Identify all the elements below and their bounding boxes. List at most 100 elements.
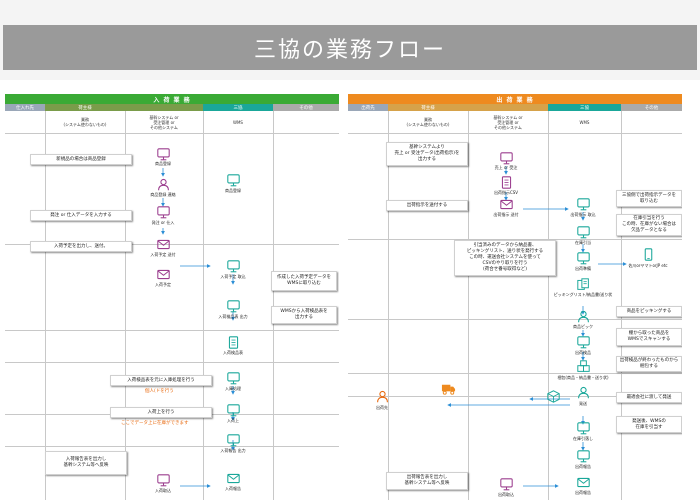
user-icon	[157, 178, 169, 190]
page-title: 三協の業務フロー	[3, 25, 697, 70]
process-note: 商品をピッキングする	[616, 306, 682, 317]
column-header: その他	[273, 104, 339, 111]
process-note: 棚から取った商品を WMSでスキャンする	[616, 328, 682, 346]
monitor-icon	[576, 449, 590, 462]
flow-label: 商品登録	[155, 161, 171, 166]
column-divider	[548, 111, 549, 500]
hint-text: 個人(ドを行う	[145, 389, 174, 394]
flow-label: 入荷取込	[155, 488, 171, 493]
column-divider	[621, 111, 622, 500]
column-subheader: 基幹システム or 受注管理 or その他システム	[493, 114, 523, 130]
column-header	[125, 104, 203, 111]
panel-header: 入 荷 業 務	[5, 94, 339, 104]
flow-label: 入荷報告	[225, 486, 241, 491]
flow-label: 商品登録 連絡	[150, 192, 176, 197]
header-divider	[348, 133, 682, 134]
monitor-icon	[576, 197, 590, 210]
section-divider	[5, 330, 339, 331]
flow-label: 入荷検品表 出力	[218, 314, 248, 319]
column-divider	[125, 111, 126, 500]
flow-label: 出荷指示 送付	[493, 212, 519, 217]
column-subheader: 業務 (システム使わないもの)	[406, 117, 450, 127]
monitor-icon	[226, 371, 240, 384]
flow-label: 在庫引当	[575, 240, 591, 245]
flow-label: 商品ピック	[573, 324, 593, 329]
monitor-icon	[576, 421, 590, 434]
section-divider	[348, 373, 682, 374]
mail-icon	[156, 239, 170, 249]
flow-label: 入荷予定 取込	[220, 274, 246, 279]
flow-label: 在庫引落し	[573, 436, 593, 441]
mail-icon	[576, 477, 590, 487]
flow-arrows	[447, 166, 627, 488]
process-note: 作成した入荷予定データを WMSに取り込む	[271, 271, 337, 291]
flow-label: 出荷指示 取込	[570, 212, 596, 217]
process-note: WMSから入荷検品表を 出力する	[271, 306, 337, 324]
documents-icon	[576, 277, 589, 290]
monitor-icon	[156, 473, 170, 486]
column-header: その他	[621, 104, 682, 111]
flow-label: 売上 or 受注	[494, 165, 518, 170]
flow-label: 出荷取込	[498, 492, 514, 497]
flow-label: 入荷予定	[155, 282, 171, 287]
truck-icon	[441, 384, 455, 395]
flow-label: 出荷準備	[575, 266, 591, 271]
column-subheader: WMS	[233, 119, 243, 125]
column-divider	[203, 111, 204, 500]
flow-label: 出荷指示CSV	[493, 190, 519, 195]
column-header: 荷主様	[388, 104, 468, 111]
column-divider	[388, 111, 389, 500]
monitor-icon	[156, 205, 170, 218]
user-icon	[376, 390, 388, 402]
monitor-icon	[576, 225, 590, 238]
flow-label: 発注 or 仕入	[151, 220, 175, 225]
column-subheader: WMS	[579, 119, 590, 125]
hint-text: ここでデータ上に在庫ができます	[121, 421, 189, 426]
column-header: 仕入れ先	[5, 104, 45, 111]
process-note: 三協側で出荷指示データを 取り込む	[616, 190, 682, 207]
column-subheader: 業務 (システム使わないもの)	[63, 117, 107, 127]
column-header: 三協	[548, 104, 621, 111]
outbound-panel: 出 荷 業 務出荷先荷主様業務 (システム使わないもの)基幹システム or 受注…	[348, 94, 682, 500]
section-divider	[348, 239, 682, 240]
flow-label: 出荷報告	[575, 490, 591, 495]
flow-label: 出荷検品	[575, 350, 591, 355]
document-icon	[501, 175, 511, 189]
process-note: 入荷検品表を元に入庫処理を行う	[110, 375, 212, 386]
document-icon	[228, 335, 238, 349]
process-note: 発送後、WMSの 在庫を引当す	[616, 416, 682, 433]
flow-label: 入荷報告 出力	[220, 448, 246, 453]
process-note: 新規品の場合は商品登録	[30, 154, 132, 165]
user-icon	[577, 386, 589, 398]
process-note: 最適会社に渡して発送	[616, 392, 682, 403]
monitor-icon	[226, 299, 240, 312]
monitor-icon	[226, 403, 240, 416]
mail-icon	[499, 199, 513, 209]
flow-label: 商品登録	[225, 188, 241, 193]
column-divider	[45, 111, 46, 500]
process-note: 発注 or 仕入データを入力する	[30, 210, 132, 221]
flow-label: 梱包(商品・納品書・送り状)	[557, 375, 609, 380]
column-divider	[273, 111, 274, 500]
column-header: 出荷先	[348, 104, 388, 111]
flow-label: 入荷予定 送付	[150, 252, 176, 257]
flow-label: 入荷上	[227, 418, 239, 423]
column-header: 三協	[203, 104, 273, 111]
column-subheader: 基幹システム or 受注管理 or その他システム	[149, 114, 179, 130]
column-divider	[468, 111, 469, 500]
process-note: 引当済みのデータから納品書、 ピッキングリスト、送り状を発行する この時、運送会…	[454, 240, 556, 276]
section-divider	[348, 396, 682, 397]
process-note: 出荷指示を送付する	[386, 200, 468, 211]
phone-icon	[644, 247, 652, 261]
mail-icon	[226, 473, 240, 483]
column-header: 荷主様	[45, 104, 125, 111]
flow-label: 入庫処理	[225, 386, 241, 391]
mail-icon	[156, 269, 170, 279]
flow-label: 出荷先	[376, 405, 388, 410]
monitor-icon	[576, 335, 590, 348]
flow-label: 発送	[579, 401, 587, 406]
monitor-icon	[499, 477, 513, 490]
process-note: 入荷報告表を出力し 基幹システム等へ反映	[45, 451, 127, 475]
process-note: 基幹システムより 売上 or 受注データ(出荷指示)を 出力する	[386, 142, 468, 166]
flow-label: 入荷検品表	[223, 350, 243, 355]
